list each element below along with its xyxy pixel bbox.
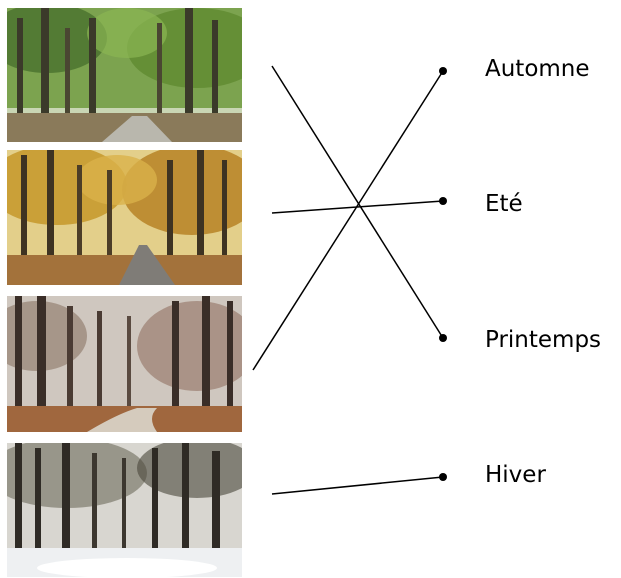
dot-automne	[439, 67, 447, 75]
winter-forest-image	[7, 443, 242, 577]
photo-winter-forest	[7, 443, 242, 577]
autumn-forest-image	[7, 150, 242, 285]
photo-late-autumn-forest	[7, 296, 242, 432]
line-photo4-to-hiver	[271, 476, 444, 495]
dot-hiver	[439, 473, 447, 481]
photo-summer-forest	[7, 8, 242, 142]
summer-forest-image	[7, 8, 242, 142]
dot-printemps	[439, 334, 447, 342]
late-autumn-forest-image	[7, 296, 242, 432]
line-photo3-to-automne	[252, 70, 444, 371]
label-printemps: Printemps	[485, 327, 602, 353]
label-ete: Eté	[485, 191, 523, 217]
dot-ete	[439, 197, 447, 205]
line-photo2-to-ete	[271, 200, 444, 214]
line-photo1-to-printemps	[271, 65, 444, 339]
label-hiver: Hiver	[485, 462, 546, 488]
label-automne: Automne	[485, 56, 590, 82]
photo-autumn-forest	[7, 150, 242, 285]
